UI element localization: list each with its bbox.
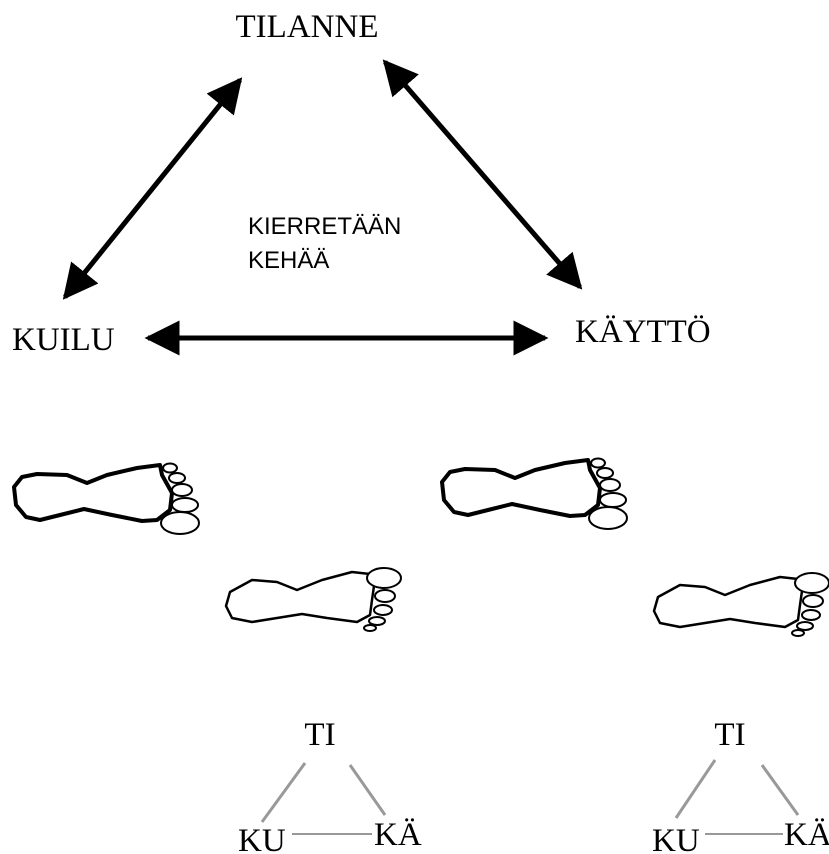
- mini-left-right: KÄ: [374, 817, 422, 853]
- arrow-tilanne-kuilu: [62, 77, 243, 300]
- label-kierretaan: KIERRETÄÄN: [248, 213, 401, 240]
- footprint-icon: [652, 571, 829, 638]
- mini-right-top: TI: [714, 717, 745, 753]
- label-kayttö: KÄYTTÖ: [575, 314, 711, 350]
- label-kuilu: KUILU: [12, 322, 115, 358]
- footprint-icon: [440, 456, 629, 531]
- footprint-icon: [12, 461, 201, 536]
- mini-right-left: KU: [652, 823, 700, 854]
- mini-right-right: KÄ: [784, 817, 829, 853]
- footprint-icon: [224, 566, 403, 633]
- mini-triangle-left: TI KU KÄ: [238, 717, 422, 854]
- label-tilanne: TILANNE: [236, 9, 379, 45]
- label-kehaa: KEHÄÄ: [248, 247, 329, 274]
- mini-left-left: KU: [238, 823, 286, 854]
- mini-triangle-right: TI KU KÄ: [652, 717, 829, 854]
- arrow-tilanne-kayttö: [382, 59, 583, 290]
- mini-left-top: TI: [304, 717, 335, 753]
